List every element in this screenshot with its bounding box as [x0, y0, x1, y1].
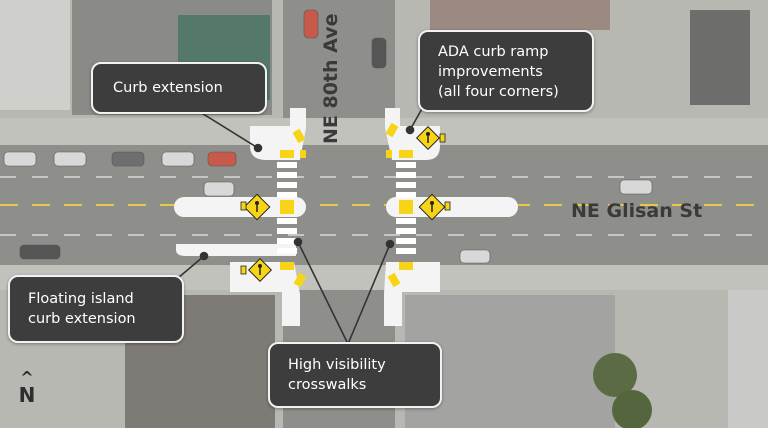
pedestrian-warning-sign-icon [240, 193, 271, 221]
tree [612, 390, 652, 428]
north-arrow-caret: ^ [20, 368, 34, 387]
ada-ramp-callout: ADA curb ramp improvements (all four cor… [418, 30, 594, 112]
curb-extension-nw [250, 108, 306, 160]
callout-text: ADA curb ramp [438, 44, 549, 60]
callout-text: improvements [438, 64, 543, 80]
north-arrow-letter: N [18, 383, 36, 407]
building-ne [430, 0, 610, 30]
parked-cars [3, 9, 653, 264]
crosswalk-west [277, 162, 297, 254]
ada-ramp-pads [280, 122, 413, 288]
tree [593, 353, 637, 397]
building-nw-far [0, 0, 70, 110]
crosswalk-east [396, 162, 416, 254]
curb-extension-sw [230, 262, 300, 326]
sidewalk-north [0, 118, 768, 145]
building-ne-far [690, 10, 750, 105]
pedestrian-warning-sign-icon [240, 257, 273, 283]
ne-glisan-st-label: NE Glisan St [571, 200, 703, 222]
building-se-far [728, 290, 768, 428]
curb-extension-se [384, 262, 440, 326]
callout-text: High visibility [288, 357, 386, 373]
ne-80th-ave-label: NE 80th Ave [320, 13, 342, 144]
callout-text: Curb extension [113, 80, 223, 96]
floating-island-east [386, 197, 518, 217]
callout-text: curb extension [28, 311, 136, 327]
floating-island-west [174, 197, 306, 217]
callout-leaders [177, 97, 429, 345]
callout-text: Floating island [28, 291, 134, 307]
crosswalks-callout: High visibility crosswalks [268, 342, 442, 408]
pedestrian-warning-sign-icon [415, 125, 446, 151]
callout-text: (all four corners) [438, 84, 559, 100]
pedestrian-warning-sign-icon [418, 193, 451, 221]
callout-text: crosswalks [288, 377, 367, 393]
north-arrow-icon: ^ N [14, 368, 40, 407]
floating-island-callout: Floating island curb extension [8, 275, 184, 343]
curb-extension-callout: Curb extension [91, 62, 267, 114]
